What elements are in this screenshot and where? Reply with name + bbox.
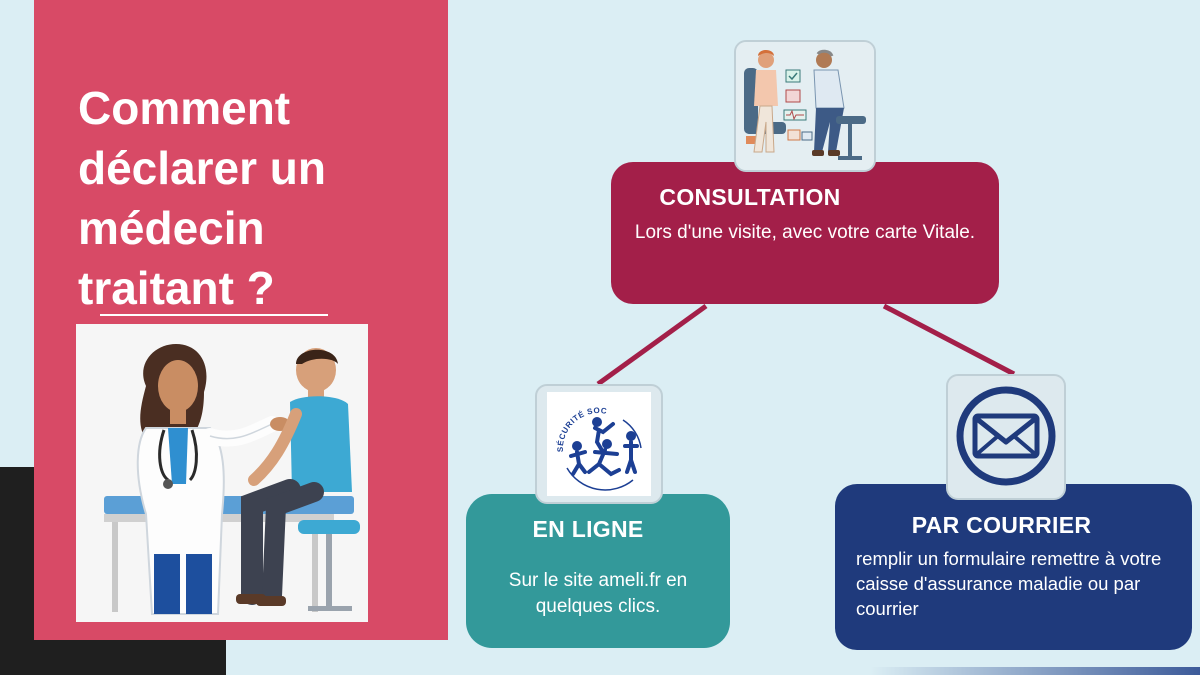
par-courrier-text: remplir un formulaire remettre à votre c… (856, 548, 1162, 619)
par-courrier-card: PAR COURRIER remplir un formulaire remet… (835, 484, 1192, 650)
envelope-icon (956, 386, 1056, 486)
title-panel: Comment déclarer un médecin traitant ? (34, 0, 448, 640)
title-underline (100, 314, 328, 316)
title-line: déclarer un (78, 142, 326, 194)
title-line: Comment (78, 82, 291, 134)
consultation-text: Lors d'une visite, avec votre carte Vita… (634, 222, 976, 243)
consultation-illustration-icon (734, 40, 876, 172)
en-ligne-title: EN LIGNE (532, 516, 644, 542)
consultation-title: CONSULTATION (659, 184, 841, 210)
envelope-icon-box (946, 374, 1066, 500)
title-line: médecin (78, 202, 265, 254)
en-ligne-text: Sur le site ameli.fr en quelques clics. (508, 570, 688, 617)
consultation-scene (736, 42, 874, 170)
securite-sociale-logo: SÉCURITÉ SOCIALE (537, 386, 651, 496)
connector-line-par-courrier (882, 303, 1016, 377)
doctor-patient-illustration (76, 324, 368, 622)
title-line: traitant ? (78, 262, 275, 314)
page-title: Comment déclarer un médecin traitant ? (78, 78, 326, 318)
bottom-accent-strip (870, 667, 1200, 675)
consultation-card: CONSULTATION Lors d'une visite, avec vot… (611, 162, 999, 304)
en-ligne-card: EN LIGNE Sur le site ameli.fr en quelque… (466, 494, 730, 648)
connector-line-en-ligne (596, 303, 708, 387)
doctor-patient-image (76, 324, 368, 622)
par-courrier-title: PAR COURRIER (911, 512, 1092, 538)
securite-sociale-logo-icon: SÉCURITÉ SOCIALE (535, 384, 663, 504)
